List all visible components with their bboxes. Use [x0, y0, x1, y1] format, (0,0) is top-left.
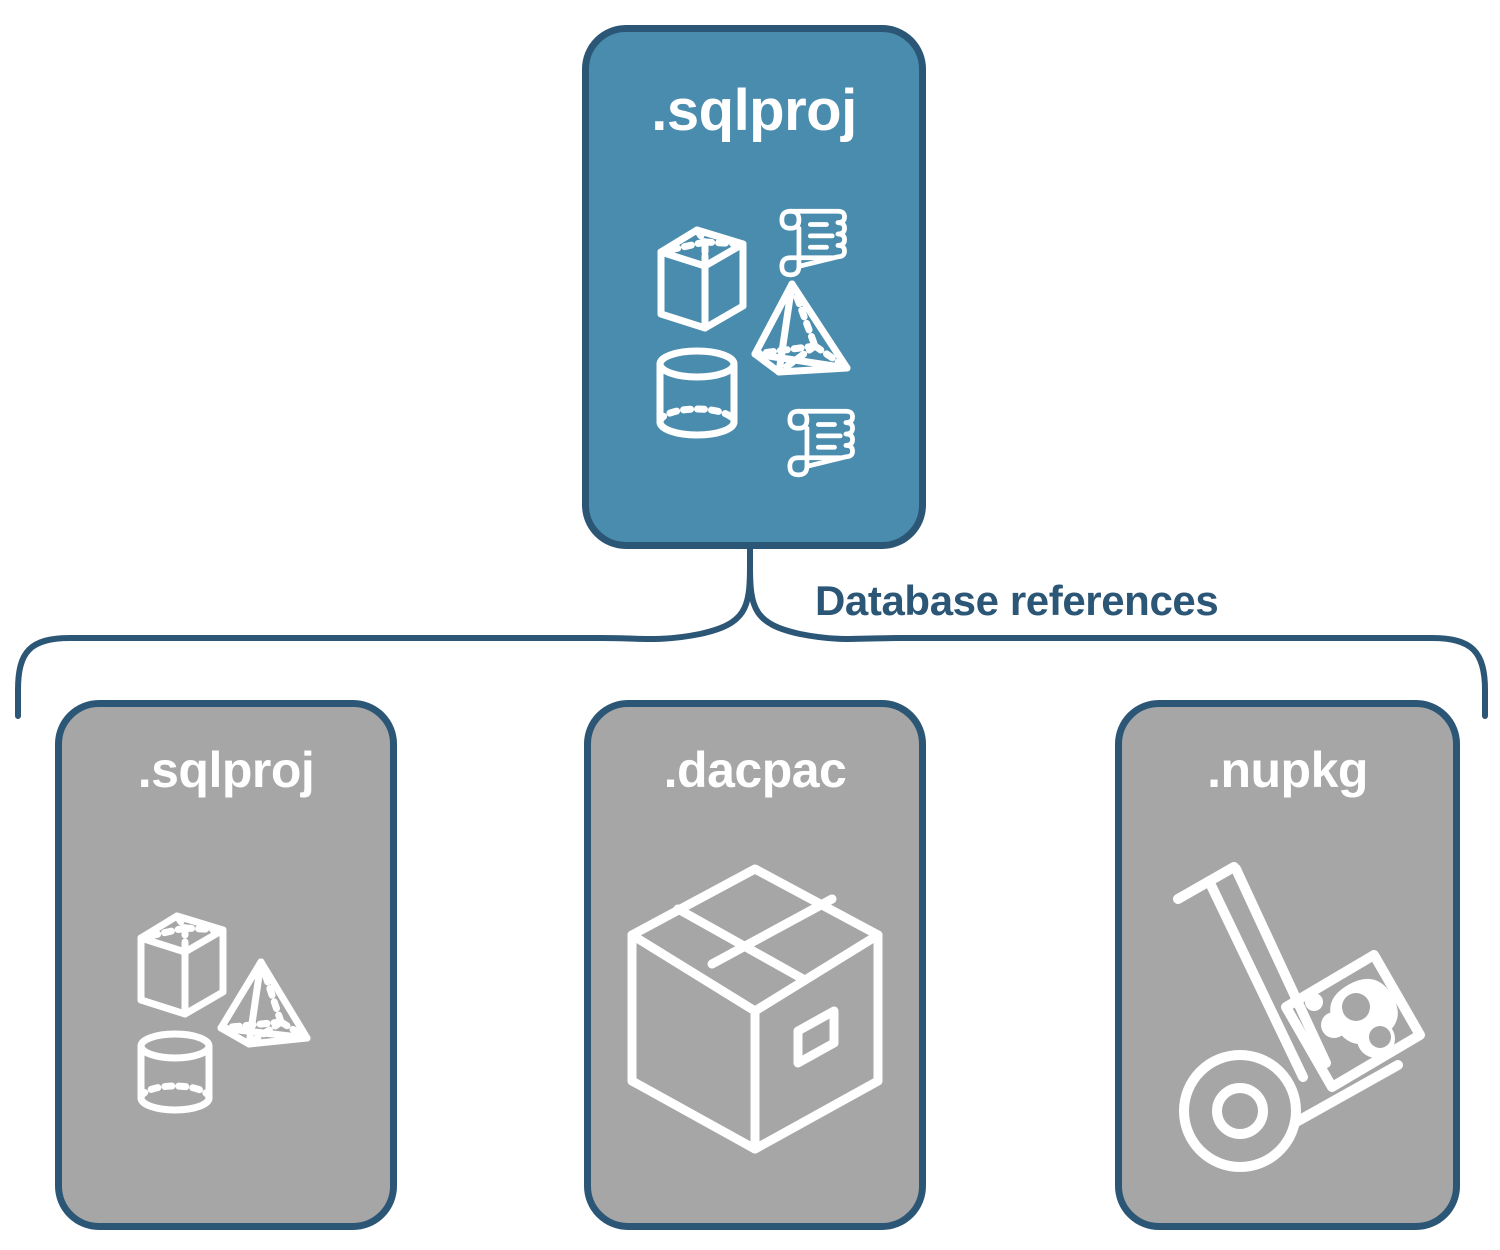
- node-nupkg-reference-artwork: [1122, 795, 1453, 1223]
- cube-icon: [657, 226, 747, 332]
- node-nupkg-reference-label: .nupkg: [1207, 742, 1368, 798]
- scroll-icon: [787, 408, 855, 478]
- pyramid-icon: [217, 958, 311, 1048]
- package-box-icon: [627, 864, 883, 1154]
- node-sqlproj-reference-artwork: [62, 795, 390, 1223]
- hand-truck-icon: [1172, 862, 1403, 1172]
- scroll-icon: [779, 208, 847, 278]
- cylinder-icon: [137, 1030, 213, 1114]
- node-sqlproj-root-artwork: [589, 140, 919, 542]
- cube-icon: [137, 912, 227, 1018]
- node-sqlproj-root[interactable]: .sqlproj: [582, 25, 926, 549]
- node-dacpac-reference[interactable]: .dacpac: [584, 700, 926, 1230]
- node-sqlproj-reference-label: .sqlproj: [137, 742, 315, 798]
- cylinder-icon: [656, 347, 738, 439]
- node-nupkg-reference[interactable]: .nupkg: [1115, 700, 1460, 1230]
- connector-label-database-references: Database references: [815, 577, 1219, 624]
- nuget-package-icon: [1280, 950, 1425, 1092]
- node-dacpac-reference-artwork: [591, 795, 919, 1223]
- node-dacpac-reference-label: .dacpac: [663, 742, 847, 798]
- pyramid-icon: [751, 280, 851, 376]
- node-sqlproj-root-label: .sqlproj: [651, 78, 857, 143]
- node-sqlproj-reference[interactable]: .sqlproj: [55, 700, 397, 1230]
